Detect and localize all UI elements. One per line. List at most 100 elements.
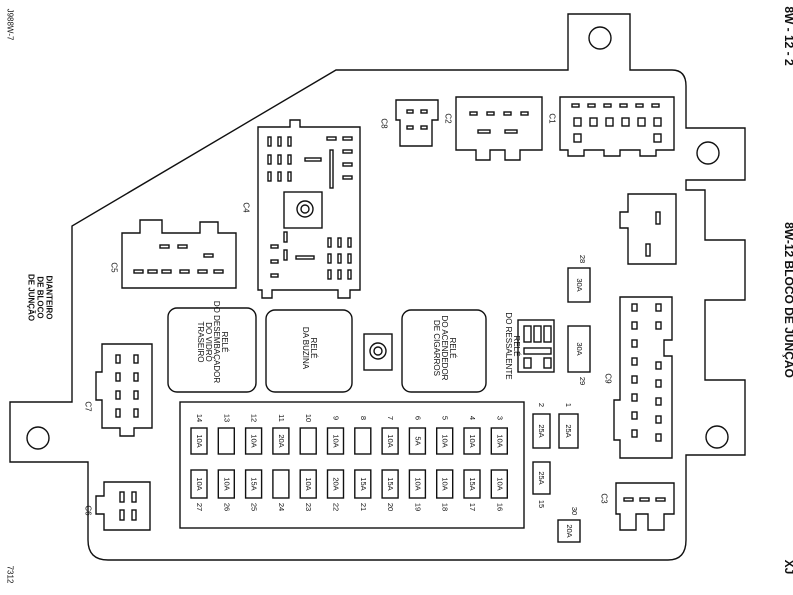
connector-right-upper	[619, 193, 677, 265]
fuse-slot-20	[381, 469, 399, 499]
fuse-rating-26: 10A	[222, 477, 231, 490]
fuse-slot-19	[408, 469, 427, 499]
connector-c3	[615, 482, 675, 531]
fuse-number-14: 14	[195, 414, 204, 422]
section-title: 8W-12 BLOCO DE JUNÇÃO	[782, 222, 793, 378]
fuse-number-27: 27	[195, 503, 204, 511]
fuse-rating-11: 20A	[277, 434, 286, 447]
fuse-number-25: 25	[250, 503, 259, 511]
connector-c4	[257, 119, 361, 299]
fuse-number-8: 8	[359, 416, 368, 420]
fuse-slot-17	[463, 469, 481, 499]
fuse-slot-7	[381, 427, 399, 455]
fuse-rating-20: 15A	[386, 477, 395, 490]
connector-c2	[455, 96, 543, 161]
fuse-slot-27	[190, 469, 208, 499]
fuse-rating-22: 20A	[332, 477, 341, 490]
label-c7: C7	[83, 401, 93, 412]
junction-block-outline	[9, 13, 746, 561]
fuse-slot-10	[299, 427, 317, 455]
mounting-hole-top	[588, 26, 612, 50]
connector-c9	[613, 296, 673, 459]
mounting-hole-left	[26, 426, 50, 450]
horn-relay	[265, 309, 353, 393]
mounting-hole-right-lower	[705, 425, 729, 449]
fuse-slot-28	[567, 267, 591, 303]
fuse-number-21: 21	[359, 503, 368, 511]
fuse-rating-18: 10A	[441, 477, 450, 490]
fuse-number-6: 6	[413, 416, 422, 420]
fuse-panel	[179, 401, 525, 529]
fuse-slot-14	[190, 427, 208, 455]
label-c6: C6	[83, 505, 93, 516]
relay-socket-center	[363, 333, 393, 371]
fuse-number-17: 17	[468, 503, 477, 511]
fuse-rating-1: 25A	[564, 424, 573, 437]
drawing-code-top: J988W-7	[5, 8, 15, 41]
fuse-slot-6	[408, 427, 427, 455]
fuse-number-22: 22	[332, 503, 341, 511]
fuse-slot-15	[532, 461, 551, 495]
connector-c1	[559, 96, 675, 157]
fuse-number-20: 20	[386, 503, 395, 511]
fuse-slot-1	[558, 413, 579, 449]
fuse-rating-30: 20A	[565, 524, 574, 537]
fuse-slot-4	[463, 427, 481, 455]
fuse-slot-23	[299, 469, 317, 499]
label-c2: C2	[443, 113, 453, 124]
fuse-rating-2: 25A	[537, 424, 546, 437]
fuse-number-5: 5	[441, 416, 450, 420]
connector-c5	[121, 219, 237, 289]
wiper-relay-socket	[517, 319, 555, 373]
fuse-slot-24	[272, 469, 290, 499]
fuse-number-23: 23	[304, 503, 313, 511]
fuse-rating-17: 15A	[468, 477, 477, 490]
fuse-rating-7: 10A	[386, 434, 395, 447]
fuse-slot-3	[490, 427, 508, 455]
fuse-number-4: 4	[468, 416, 477, 420]
fuse-number-16: 16	[495, 503, 504, 511]
fuse-number-3: 3	[495, 416, 504, 420]
fuse-number-15: 15	[537, 500, 546, 508]
model-code: XJ	[782, 559, 793, 575]
fuse-rating-12: 10A	[250, 434, 259, 447]
fuse-slot-22	[326, 469, 345, 499]
fuse-slot-8	[354, 427, 372, 455]
fuse-number-12: 12	[250, 414, 259, 422]
fuse-rating-9: 10A	[332, 434, 341, 447]
fuse-slot-30	[557, 519, 581, 543]
fuse-number-11: 11	[277, 414, 286, 422]
fuse-rating-21: 15A	[359, 477, 368, 490]
fuse-number-7: 7	[386, 416, 395, 420]
fuse-slot-13	[217, 427, 236, 455]
fuse-number-2: 2	[537, 403, 546, 407]
fuse-slot-2	[532, 413, 551, 449]
mounting-hole-right-upper	[696, 141, 720, 165]
fuse-number-28: 28	[578, 255, 587, 263]
fuse-rating-14: 10A	[195, 434, 204, 447]
fuse-number-19: 19	[413, 503, 422, 511]
label-c9: C9	[603, 373, 613, 384]
fuse-number-10: 10	[304, 414, 313, 422]
fuse-slot-9	[326, 427, 345, 455]
fuse-rating-16: 10A	[495, 477, 504, 490]
fuse-number-13: 13	[222, 414, 231, 422]
fuse-slot-16	[490, 469, 508, 499]
fuse-rating-28: 30A	[575, 278, 584, 291]
fuse-rating-25: 15A	[250, 477, 259, 490]
fuse-rating-6: 5A	[413, 436, 422, 445]
fuse-rating-27: 10A	[195, 477, 204, 490]
fuse-number-1: 1	[564, 403, 573, 407]
fuse-slot-29	[567, 325, 591, 373]
fuse-rating-23: 10A	[304, 477, 313, 490]
fuse-rating-3: 10A	[495, 434, 504, 447]
fuse-slots: 1410A10A271310A261210A15A251120A241010A2…	[190, 414, 508, 511]
fuse-slot-26	[217, 469, 236, 499]
